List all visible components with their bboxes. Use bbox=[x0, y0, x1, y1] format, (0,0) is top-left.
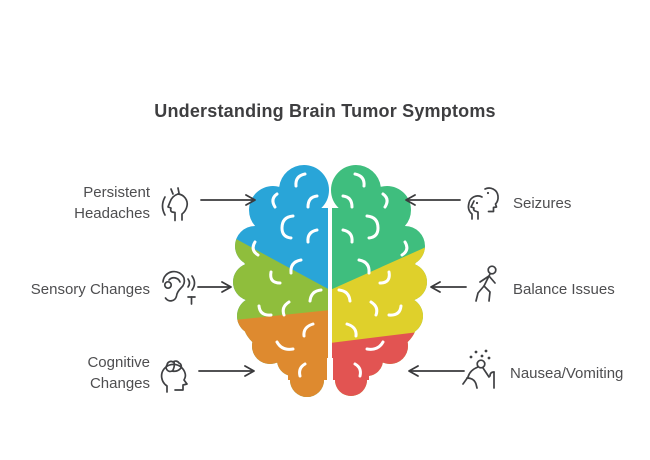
brain-gyri-right bbox=[337, 172, 409, 378]
label-sensory-changes: Sensory Changes bbox=[30, 281, 150, 298]
label-cognitive-changes: Cognitive Changes bbox=[87, 354, 150, 392]
brain-gyri-left bbox=[251, 172, 323, 378]
arrow-nausea bbox=[408, 365, 465, 377]
hearing-icon bbox=[162, 270, 196, 305]
cognitive-icon bbox=[160, 360, 188, 393]
nausea-icon bbox=[462, 349, 495, 389]
arrow-seizures bbox=[405, 194, 461, 206]
arrow-balance bbox=[430, 281, 467, 293]
label-balance-issues: Balance Issues bbox=[513, 281, 615, 298]
balance-icon bbox=[475, 265, 497, 302]
label-nausea-vomiting: Nausea/Vomiting bbox=[510, 365, 624, 382]
arrow-cognitive bbox=[198, 365, 255, 377]
label-persistent-headaches: Persistent Headaches bbox=[74, 184, 150, 222]
brain-illustration bbox=[233, 165, 427, 397]
label-seizures: Seizures bbox=[513, 195, 572, 212]
page-title: Understanding Brain Tumor Symptoms bbox=[154, 101, 496, 121]
arrow-headaches bbox=[200, 194, 256, 206]
seizures-icon bbox=[467, 187, 499, 220]
arrow-sensory bbox=[197, 281, 232, 293]
brain-region-occipital-left bbox=[233, 310, 329, 397]
headache-icon bbox=[161, 187, 189, 222]
